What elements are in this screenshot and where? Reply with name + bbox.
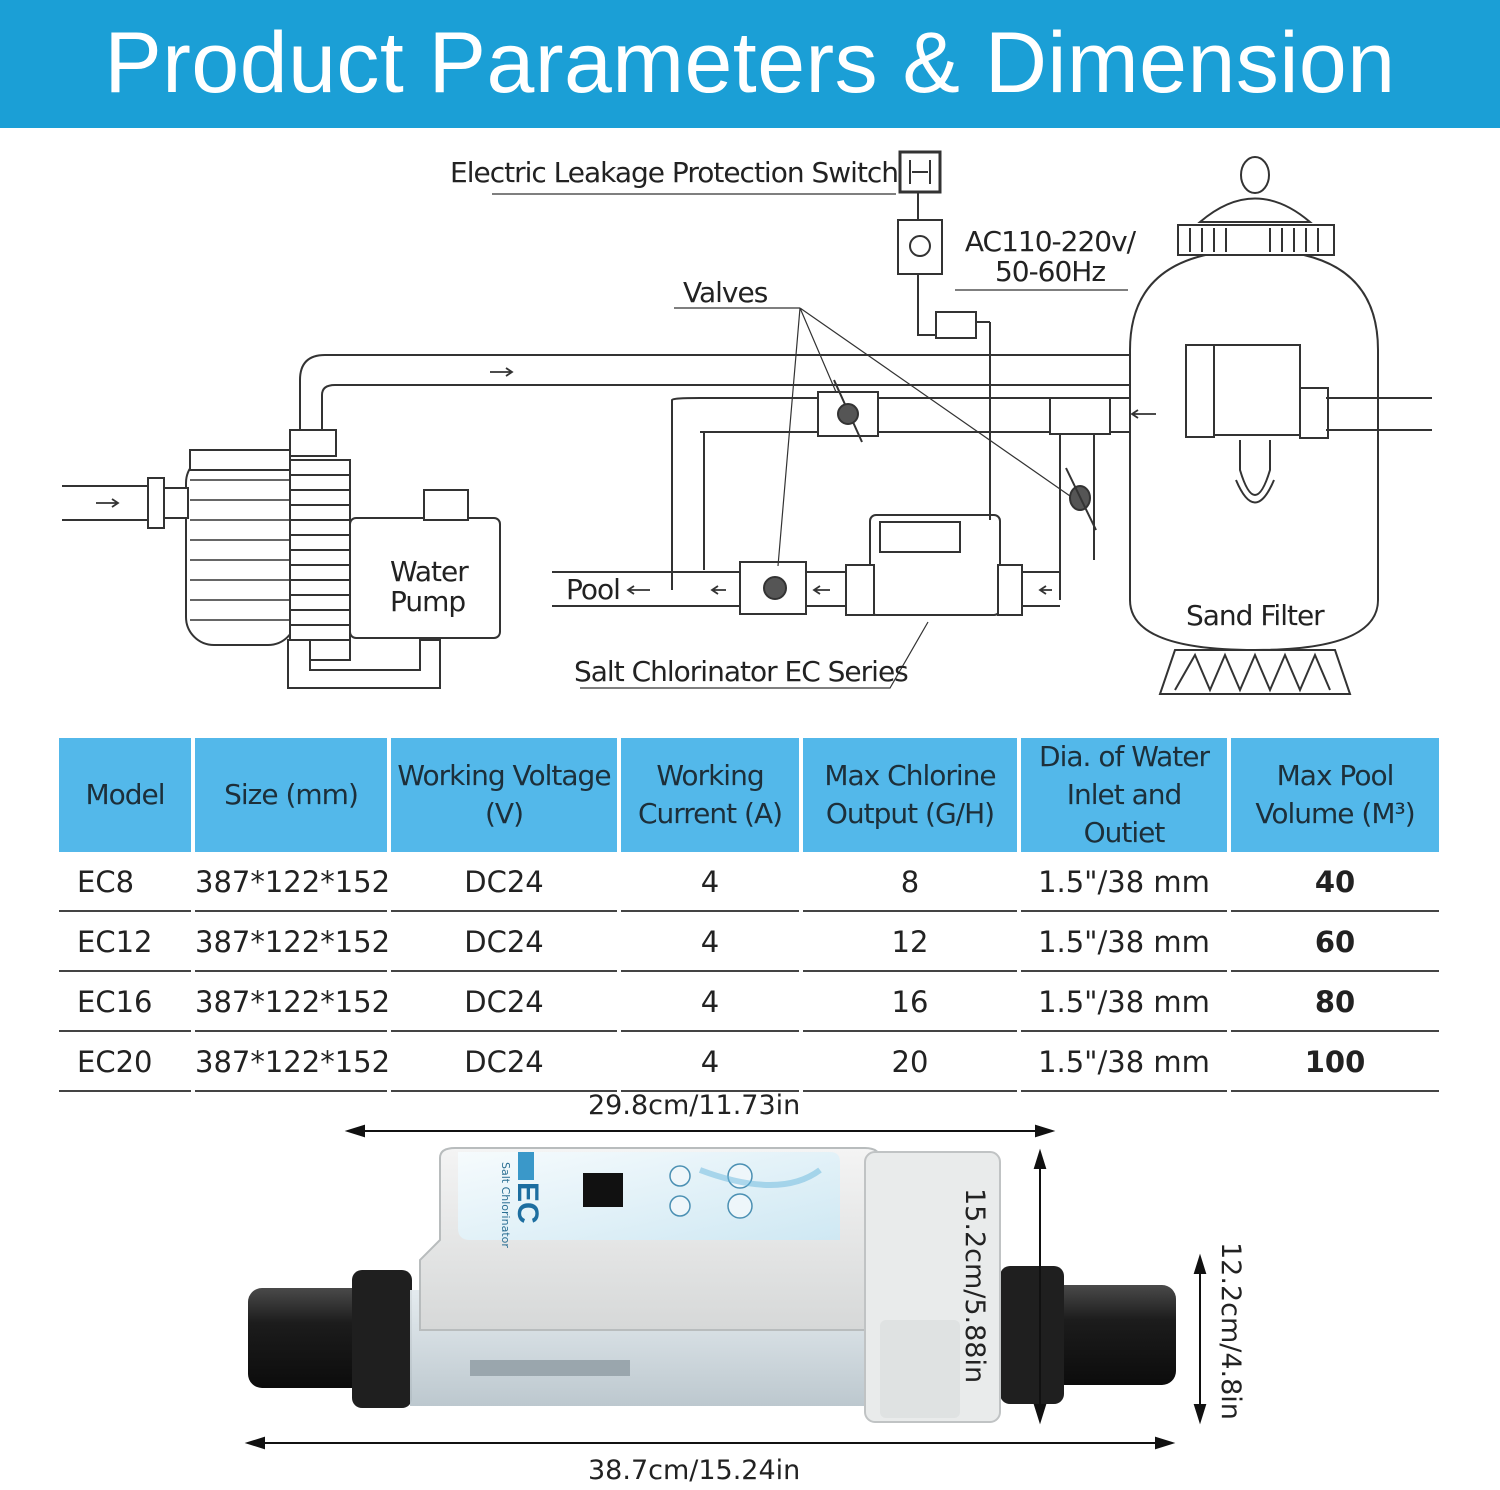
cell-size: 387*122*152	[195, 972, 390, 1032]
cell-current: 4	[621, 852, 799, 912]
cell-output: 16	[803, 972, 1017, 1032]
cell-current: 4	[621, 912, 799, 972]
leakage-switch-label: Electric Leakage Protection Switch	[450, 156, 899, 189]
pump-basket	[185, 454, 297, 646]
cell-voltage: DC24	[391, 1032, 617, 1092]
left-pipe	[248, 1288, 368, 1388]
header-chlorine-output: Max Chlorine Output (G/H)	[803, 738, 1017, 852]
spec-table: Model Size (mm) Working Voltage (V) Work…	[55, 738, 1443, 1092]
mode-button	[727, 1193, 753, 1219]
page-title: Product Parameters & Dimension	[104, 15, 1396, 111]
dimension-bottom-width: 38.7cm/15.24in	[588, 1455, 801, 1486]
header-current: Working Current (A)	[621, 738, 799, 852]
panel-brand-text: Salt Chlorinator	[499, 1162, 512, 1248]
header-inlet-outlet: Dia. of Water Inlet and Outiet	[1021, 738, 1227, 852]
cell-volume: 40	[1231, 852, 1439, 912]
cell-model: EC20	[59, 1032, 191, 1092]
installation-diagram	[62, 150, 1432, 695]
power-label: AC110-220v/ 50-60Hz	[960, 227, 1140, 287]
cell-diameter: 1.5"/38 mm	[1021, 1032, 1227, 1092]
table-row: EC8 387*122*152 DC24 4 8 1.5"/38 mm 40	[59, 852, 1439, 912]
cell-voltage: DC24	[391, 972, 617, 1032]
minus-button	[669, 1195, 691, 1217]
cell-diameter: 1.5"/38 mm	[1021, 912, 1227, 972]
cell-output: 8	[803, 852, 1017, 912]
left-union-nut	[352, 1270, 412, 1408]
right-pipe	[1050, 1285, 1176, 1385]
panel-logo-text: EC	[511, 1182, 544, 1224]
cell-volume: 60	[1231, 912, 1439, 972]
cell-diameter: 1.5"/38 mm	[1021, 852, 1227, 912]
plus-button	[669, 1165, 691, 1187]
cell-size: 387*122*152	[195, 852, 390, 912]
dimension-pipe-height: 12.2cm/4.8in	[1215, 1242, 1246, 1420]
header-model: Model	[59, 738, 191, 852]
valves-label: Valves	[683, 276, 768, 309]
header-pool-volume: Max Pool Volume (M³)	[1231, 738, 1439, 852]
right-union-nut	[1000, 1266, 1064, 1404]
power-label-line2: 50-60Hz	[994, 255, 1106, 288]
cell-volume: 100	[1231, 1032, 1439, 1092]
inlet-pipe	[62, 485, 150, 521]
header-banner: Product Parameters & Dimension	[0, 0, 1500, 128]
cell-model: EC8	[59, 852, 191, 912]
cell-size: 387*122*152	[195, 912, 390, 972]
cell-volume: 80	[1231, 972, 1439, 1032]
dimension-top-width: 29.8cm/11.73in	[588, 1090, 801, 1121]
cell-diameter: 1.5"/38 mm	[1021, 972, 1227, 1032]
power-label-line1: AC110-220v/	[964, 225, 1136, 258]
cell-size: 387*122*152	[195, 1032, 390, 1092]
dimension-height: 15.2cm/5.88in	[959, 1188, 990, 1384]
chlorinator-label: Salt Chlorinator EC Series	[574, 655, 909, 688]
cell-model: EC12	[59, 912, 191, 972]
table-row: EC20 387*122*152 DC24 4 20 1.5"/38 mm 10…	[59, 1032, 1439, 1092]
cell-voltage: DC24	[391, 852, 617, 912]
sand-filter-label: Sand Filter	[1186, 599, 1325, 632]
cell-model: EC16	[59, 972, 191, 1032]
cell-output: 12	[803, 912, 1017, 972]
water-pump-label-line2: Pump	[390, 585, 466, 618]
spec-table-header: Model Size (mm) Working Voltage (V) Work…	[59, 738, 1439, 852]
cell-voltage: DC24	[391, 912, 617, 972]
product-illustration: Salt Chlorinator EC	[244, 1124, 1207, 1450]
sand-filter-tank	[1129, 248, 1379, 652]
water-pump-label-line1: Water	[390, 555, 469, 588]
header-voltage: Working Voltage (V)	[391, 738, 617, 852]
cell-current: 4	[621, 1032, 799, 1092]
water-pump-label: Water Pump	[390, 555, 469, 618]
pool-label: Pool	[566, 573, 621, 606]
table-row: EC16 387*122*152 DC24 4 16 1.5"/38 mm 80	[59, 972, 1439, 1032]
cell-output: 20	[803, 1032, 1017, 1092]
header-size: Size (mm)	[195, 738, 387, 852]
display-screen	[583, 1173, 623, 1207]
cell-current: 4	[621, 972, 799, 1032]
table-row: EC12 387*122*152 DC24 4 12 1.5"/38 mm 60	[59, 912, 1439, 972]
